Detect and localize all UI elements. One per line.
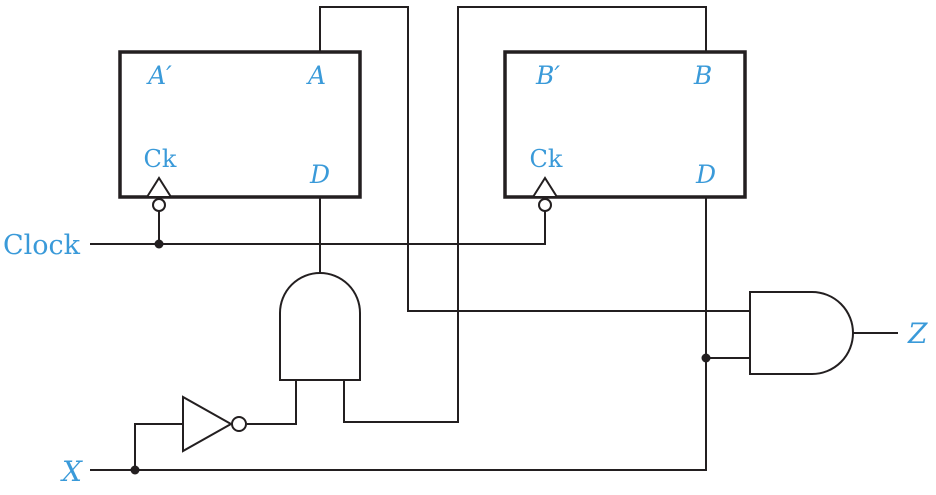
ff-b-q-label: B xyxy=(693,61,712,90)
ff-b-d-label: D xyxy=(695,160,716,189)
wire-q-a-to-and2 xyxy=(319,6,750,312)
ff-a-qbar-label: A′ xyxy=(146,61,172,90)
junction-dot-clock xyxy=(154,239,164,249)
ff-a-clock-label: Ck xyxy=(144,145,177,173)
ff-b-clock-triangle xyxy=(531,176,559,198)
ff-b-clock-label: Ck xyxy=(530,145,563,173)
ff-b-qbar-label: B′ xyxy=(535,61,560,90)
clock-input-label: Clock xyxy=(3,230,81,261)
junction-dot-x xyxy=(130,465,140,475)
junction-dot-d-b xyxy=(701,353,711,363)
wire-clock-line xyxy=(90,211,546,245)
inverter-bubble xyxy=(231,416,247,432)
and-gate-1 xyxy=(279,272,361,381)
ff-b-clock-bubble xyxy=(538,198,552,212)
and-gate-2 xyxy=(749,291,854,375)
inverter-gate xyxy=(182,395,234,453)
wire-inverter-to-and1 xyxy=(247,380,297,425)
wire-q-b-to-and1 xyxy=(343,6,707,423)
ff-a-q-label: A xyxy=(306,61,326,90)
z-output-label: Z xyxy=(907,317,928,350)
ff-a-clock-bubble xyxy=(152,198,166,212)
flip-flop-b xyxy=(503,50,747,199)
x-input-label: X xyxy=(60,455,83,488)
ff-a-clock-triangle xyxy=(145,176,173,198)
ff-a-d-label: D xyxy=(309,160,330,189)
wire-d-b-line xyxy=(90,197,707,471)
wire-x-to-inverter xyxy=(134,423,183,470)
flip-flop-a xyxy=(118,50,362,199)
